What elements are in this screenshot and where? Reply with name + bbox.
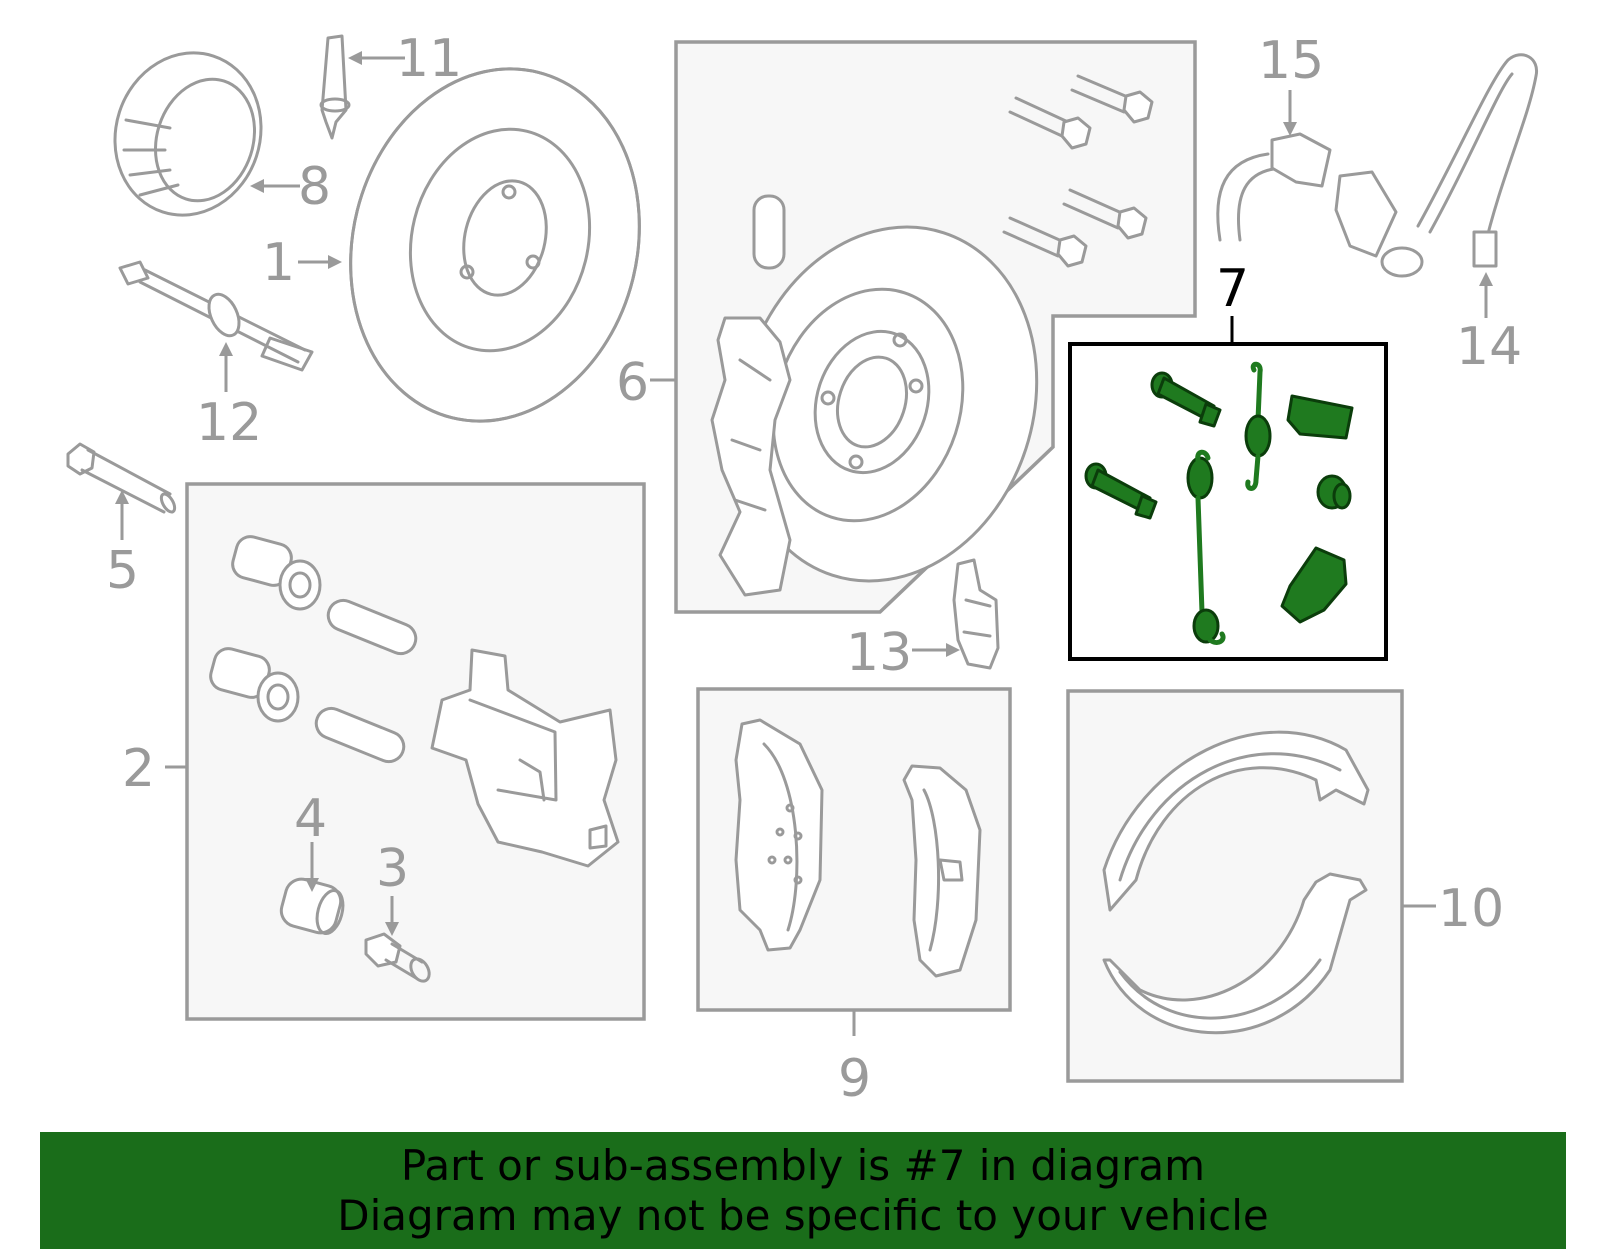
part-4-boot: [279, 877, 345, 935]
callout-8: 8: [298, 157, 331, 217]
info-banner: Part or sub-assembly is #7 in diagram Di…: [40, 1132, 1566, 1249]
callout-14: 14: [1456, 317, 1522, 377]
callout-7: 7: [1216, 259, 1249, 319]
part-15-hose: [1216, 132, 1332, 242]
callout-4: 4: [294, 789, 327, 849]
part-14-wire: [1334, 53, 1539, 278]
callout-13: 13: [846, 623, 912, 683]
callout-1: 1: [262, 233, 295, 293]
callout-6: 6: [616, 353, 649, 413]
part-6-bolts: [1002, 74, 1154, 268]
callout-15: 15: [1258, 31, 1324, 91]
part-2-caliper: [209, 535, 620, 868]
callout-5: 5: [106, 541, 139, 601]
callout-2: 2: [122, 739, 155, 799]
part-12-stud: [118, 260, 314, 372]
callout-10: 10: [1438, 879, 1504, 939]
callout-9: 9: [838, 1049, 871, 1109]
banner-line-1: Part or sub-assembly is #7 in diagram: [400, 1140, 1206, 1190]
part-7-hardware-kit: [1084, 361, 1354, 645]
part-11-sensor: [319, 34, 351, 140]
part-3-bleeder: [364, 932, 431, 983]
part-9-pads: [734, 718, 982, 978]
part-13-bracket: [952, 558, 1000, 670]
part-5-bolt: [66, 442, 177, 514]
callout-12: 12: [196, 393, 262, 453]
part-1-rotor: [349, 67, 641, 423]
part-6-backing-plate: [710, 194, 1039, 597]
callout-3: 3: [376, 839, 409, 899]
part-10-shoes: [1102, 730, 1370, 1035]
banner-line-2: Diagram may not be specific to your vehi…: [337, 1190, 1269, 1240]
part-8-bearing: [113, 51, 263, 217]
callout-11: 11: [396, 29, 462, 89]
leader-lines: [115, 51, 1493, 1036]
